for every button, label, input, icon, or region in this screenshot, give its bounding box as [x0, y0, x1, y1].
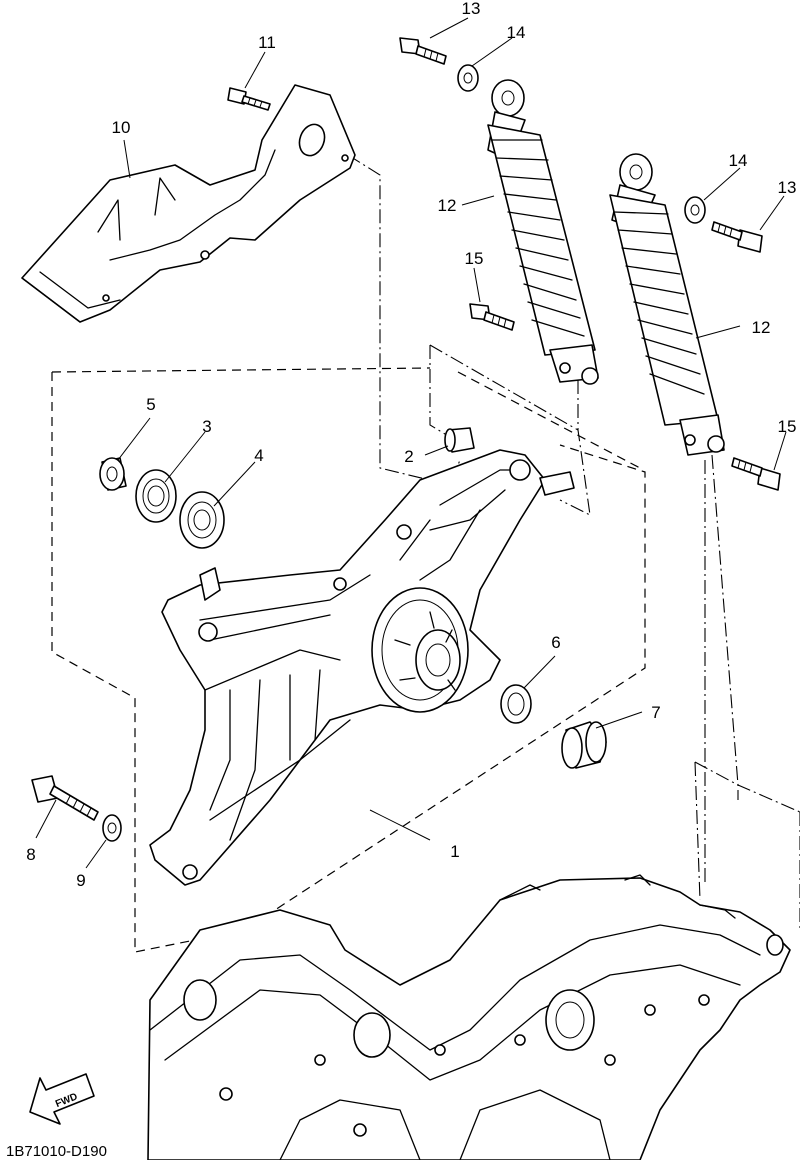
washer-lower-part [102, 814, 122, 842]
callout-10: 10 [112, 118, 131, 137]
cap-part [561, 721, 607, 769]
cover-part [21, 84, 356, 323]
diagram-code: 1B71010-D190 [6, 1143, 107, 1160]
callout-13-left: 13 [462, 0, 481, 18]
bearing-b-part [179, 491, 225, 549]
fwd-direction-arrow-icon: FWD [29, 1073, 95, 1125]
bolt-bottom-left-part [469, 303, 515, 331]
bearing-a-part [135, 469, 177, 523]
washer-top-right-part [684, 196, 706, 224]
collar-part [444, 427, 475, 453]
shock-absorber-left-part [487, 79, 599, 385]
bolt-top-right-part [711, 221, 763, 253]
callout-12-left: 12 [438, 196, 457, 215]
leader-lines [35, 17, 787, 869]
bolt-lower-part [31, 775, 99, 821]
oil-seal-part [500, 684, 532, 724]
alignment-line-frame-box [694, 761, 800, 930]
callout-13-right: 13 [778, 178, 797, 197]
callout-8: 8 [26, 845, 35, 864]
callout-14-right: 14 [729, 151, 748, 170]
bolt-bottom-right-part [731, 457, 781, 491]
callout-1: 1 [450, 842, 459, 861]
callout-15-right: 15 [778, 417, 797, 436]
callout-6: 6 [551, 633, 560, 652]
assembly-outline-dashed-right [457, 371, 641, 469]
callout-4: 4 [254, 446, 263, 465]
callout-12-right: 12 [752, 318, 771, 337]
callout-11: 11 [258, 33, 276, 52]
swing-arm-part [149, 449, 575, 886]
shock-absorber-right-part [609, 153, 725, 456]
callout-15-left: 15 [465, 249, 484, 268]
assembly-outline-dashed [51, 367, 646, 953]
collar-small-part [99, 457, 127, 491]
washer-top-left-part [457, 64, 479, 92]
callout-3: 3 [202, 417, 211, 436]
callout-2: 2 [404, 447, 413, 466]
crankcase-part [147, 874, 791, 1160]
callout-14-left: 14 [507, 23, 526, 42]
callout-9: 9 [76, 871, 85, 890]
bolt-cover-part [227, 87, 271, 111]
callout-7: 7 [651, 703, 660, 722]
alignment-line-right-shock [704, 454, 739, 885]
callout-5: 5 [146, 395, 155, 414]
bolt-top-left-part [399, 37, 447, 65]
